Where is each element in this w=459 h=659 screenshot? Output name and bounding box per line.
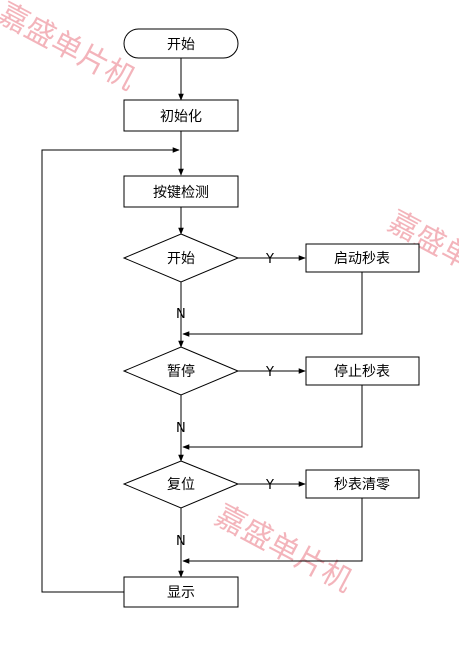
label-no-pause: N	[176, 421, 186, 436]
decision-pause-label: 暂停	[167, 363, 195, 380]
node-start-label: 开始	[167, 37, 195, 53]
label-yes-reset: Y	[265, 478, 274, 493]
node-start: 开始	[123, 28, 239, 59]
node-stop-timer: 停止秒表	[305, 356, 420, 386]
node-start-timer-label: 启动秒表	[334, 251, 390, 267]
node-start-timer: 启动秒表	[305, 243, 420, 273]
node-init-label: 初始化	[160, 108, 202, 125]
decision-start: 开始	[122, 233, 240, 283]
label-no-start: N	[176, 307, 186, 322]
node-init: 初始化	[123, 99, 239, 132]
node-display-label: 显示	[167, 585, 195, 601]
edge-clear-timer-return	[182, 498, 363, 564]
node-stop-timer-label: 停止秒表	[334, 363, 390, 380]
edge-stop-timer-return	[182, 385, 363, 450]
decision-pause: 暂停	[122, 346, 240, 396]
node-key-detect-label: 按键检测	[153, 185, 209, 201]
label-yes-pause: Y	[265, 365, 274, 380]
label-yes-start: Y	[265, 252, 274, 267]
decision-reset: 复位	[122, 460, 240, 509]
node-display: 显示	[123, 576, 239, 608]
node-clear-timer: 秒表清零	[305, 469, 420, 499]
edge-start-timer-return	[182, 272, 363, 337]
label-no-reset: N	[176, 534, 186, 549]
decision-reset-label: 复位	[167, 476, 195, 493]
edge-loop-back	[41, 147, 180, 593]
node-key-detect: 按键检测	[123, 175, 239, 208]
watermark-top-left: 嘉盛单片机	[0, 0, 141, 97]
decision-start-label: 开始	[167, 251, 195, 267]
node-clear-timer-label: 秒表清零	[334, 477, 390, 493]
